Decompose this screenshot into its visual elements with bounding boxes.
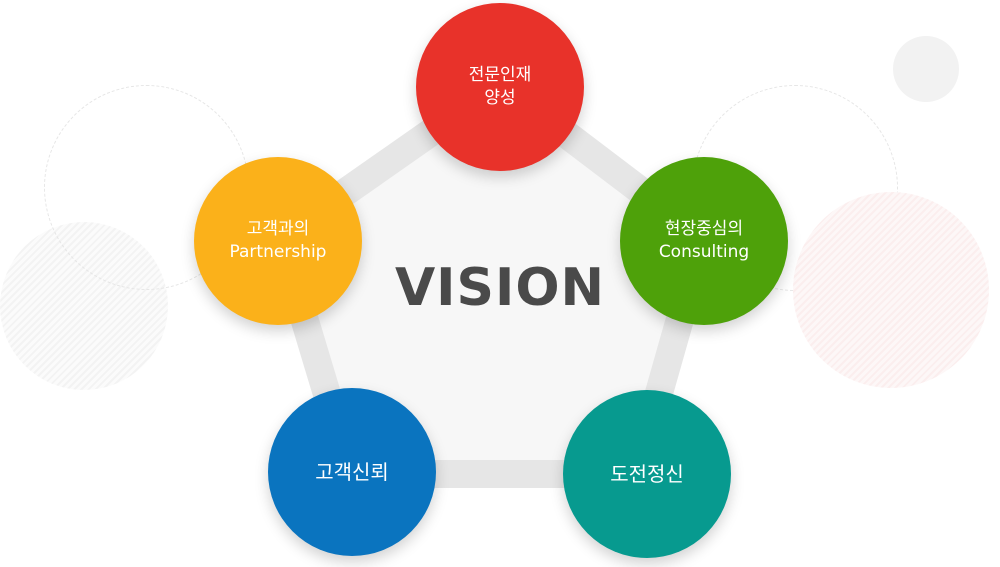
node-challenge-spirit: 도전정신 — [563, 390, 731, 558]
decorative-hatched-circle-right — [793, 192, 989, 388]
node-professional-talent: 전문인재 양성 — [416, 3, 584, 171]
node-label-line1: 현장중심의 — [664, 219, 744, 239]
node-label-line1: 고객신뢰 — [315, 460, 389, 484]
node-label-line2: 양성 — [484, 88, 516, 108]
node-customer-partnership: 고객과의 Partnership — [194, 157, 362, 325]
node-customer-trust: 고객신뢰 — [268, 388, 436, 556]
node-label-line1: 도전정신 — [610, 462, 684, 486]
node-label-line1: 전문인재 — [468, 65, 532, 85]
node-label-line2: Partnership — [229, 242, 327, 262]
node-field-consulting: 현장중심의 Consulting — [620, 157, 788, 325]
vision-title: VISION — [394, 258, 606, 318]
node-label-line2: Consulting — [658, 242, 750, 262]
node-label-line1: 고객과의 — [246, 219, 310, 239]
decorative-small-circle — [893, 36, 959, 102]
